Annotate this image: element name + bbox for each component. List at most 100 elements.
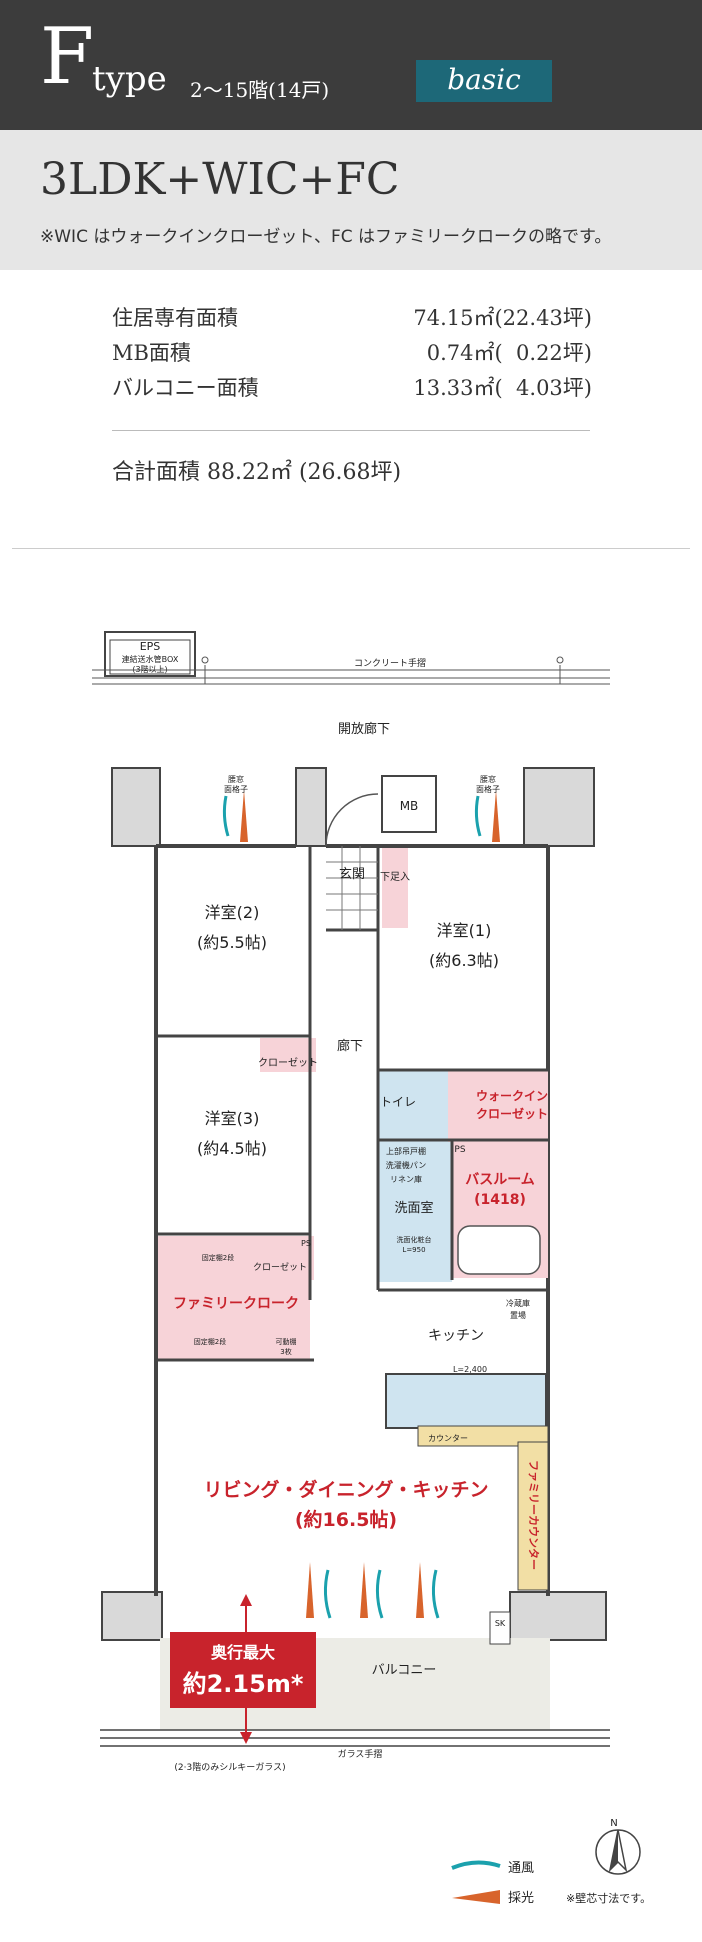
toilet-label: トイレ xyxy=(380,1095,416,1109)
ventilation-legend-label: 通風 xyxy=(508,1861,534,1876)
area-label: MB面積 xyxy=(112,341,191,365)
area-row-residence: 住居専有面積 74.15㎡(22.43坪) xyxy=(112,302,592,337)
ldk-label: リビング・ダイニング・キッチン xyxy=(203,1478,488,1501)
area-value: 13.33㎡( 4.03坪) xyxy=(413,376,592,400)
column-top-right xyxy=(523,767,595,847)
shoe-storage-fill xyxy=(382,848,408,928)
fc-bottom-label: 固定棚2段 xyxy=(194,1337,226,1346)
shoe-storage-label: 下足入 xyxy=(380,871,410,883)
linen-label1: 上部吊戸棚 xyxy=(386,1146,426,1156)
vanity-label2: L=950 xyxy=(402,1246,425,1254)
closet-label: クローゼット xyxy=(258,1057,318,1069)
top-left-window-arrows xyxy=(222,790,248,842)
depth-value: 約2.15m* xyxy=(183,1670,304,1698)
ps-label: PS xyxy=(454,1145,465,1155)
column-bottom-right xyxy=(509,1591,607,1641)
depth-title: 奥行最大 xyxy=(211,1643,275,1662)
mb-label: MB xyxy=(400,799,419,813)
fridge-label2: 置場 xyxy=(510,1310,526,1320)
wic-label2: クローゼット xyxy=(476,1106,548,1121)
type-word: type xyxy=(92,59,167,99)
room2-label: 洋室(2) xyxy=(205,903,260,922)
lattice-left-label: 腰窓 xyxy=(228,774,244,784)
counter-label: カウンター xyxy=(428,1434,468,1443)
room3-size: (約4.5帖) xyxy=(197,1139,267,1158)
compass xyxy=(595,1829,641,1875)
ldk-window-arrows xyxy=(306,1562,440,1619)
concrete-rail-label: コンクリート手摺 xyxy=(354,657,426,669)
glass-note-label: (2·3階のみシルキーガラス) xyxy=(174,1762,285,1773)
plan-type-title: 3LDK+WIC+FC xyxy=(40,154,400,205)
family-counter-label: ファミリーカウンター xyxy=(527,1460,540,1570)
type-letter: F xyxy=(40,12,95,102)
column-bottom-left xyxy=(101,1591,163,1641)
eps-sub2: (3階以上) xyxy=(132,664,167,674)
floor-info: 2〜15階(14戸) xyxy=(190,78,330,102)
area-divider xyxy=(112,430,590,431)
mb-box xyxy=(381,775,437,833)
washroom-fill xyxy=(378,1142,452,1282)
bathroom-size: (1418) xyxy=(474,1192,526,1208)
family-cloak-label: ファミリークローク xyxy=(173,1296,299,1312)
total-area: 合計面積 88.22㎡ (26.68坪) xyxy=(112,460,402,485)
glass-rail-label: ガラス手摺 xyxy=(338,1748,383,1760)
room3-label: 洋室(3) xyxy=(205,1109,260,1128)
eps-label: EPS xyxy=(140,640,161,653)
concrete-rail: コンクリート手摺 xyxy=(92,656,610,685)
ventilation-legend-icon xyxy=(451,1860,501,1870)
area-table: 住居専有面積 74.15㎡(22.43坪) MB面積 0.74㎡( 0.22坪)… xyxy=(112,302,592,407)
basic-badge: basic xyxy=(416,60,552,102)
washroom-label: 洗面室 xyxy=(394,1200,433,1216)
room1-size: (約6.3帖) xyxy=(429,951,499,970)
corridor-label: 開放廊下 xyxy=(338,721,390,737)
toilet-fill xyxy=(378,1070,448,1142)
daylight-legend-label: 採光 xyxy=(508,1891,534,1906)
bathtub xyxy=(457,1225,541,1275)
hallway-label: 廊下 xyxy=(337,1038,363,1054)
plan-type-panel: 3LDK+WIC+FC ※WIC はウォークインクローゼット、FC はファミリー… xyxy=(0,130,702,270)
column-top-left xyxy=(111,767,161,847)
vanity-label1: 洗面化粧台 xyxy=(397,1235,432,1244)
abbreviation-note: ※WIC はウォークインクローゼット、FC はファミリークロークの略です。 xyxy=(40,227,612,247)
ps2-label: PS xyxy=(301,1239,311,1248)
compass-label: N xyxy=(610,1818,617,1829)
area-value: 74.15㎡(22.43坪) xyxy=(413,306,592,330)
fridge-label1: 冷蔵庫 xyxy=(506,1298,530,1308)
linen-label3: リネン庫 xyxy=(390,1174,422,1184)
lattice-right-label: 腰窓 xyxy=(480,774,496,784)
movable-label1: 可動棚 xyxy=(276,1337,297,1346)
sk-box xyxy=(489,1611,511,1645)
closet2-label: クローゼット xyxy=(253,1261,307,1273)
depth-arrow-top xyxy=(240,1594,252,1606)
counter-length-label: L=2,400 xyxy=(453,1365,487,1374)
entrance-label: 玄関 xyxy=(339,867,365,882)
room2-size: (約5.5帖) xyxy=(197,933,267,952)
fc-top-label: 固定棚2段 xyxy=(202,1253,234,1262)
wic-label1: ウォークイン xyxy=(476,1089,548,1103)
counter-shelf xyxy=(417,1425,549,1447)
lattice-left-label2: 面格子 xyxy=(224,784,248,794)
area-row-mb: MB面積 0.74㎡( 0.22坪) xyxy=(112,337,592,372)
kitchen-counter xyxy=(385,1373,547,1429)
depth-badge xyxy=(170,1632,316,1708)
closet-fill xyxy=(260,1038,316,1072)
area-value: 0.74㎡( 0.22坪) xyxy=(426,341,592,365)
movable-label2: 3枚 xyxy=(280,1347,291,1356)
entrance-door-swing xyxy=(325,793,379,847)
footnote: ※壁芯寸法です。 xyxy=(566,1891,651,1905)
eps-box: EPS 連結送水管BOX (3階以上) xyxy=(104,631,196,677)
balcony-label: バルコニー xyxy=(372,1663,437,1678)
section-divider xyxy=(12,548,690,549)
bathroom-label: バスルーム xyxy=(465,1172,535,1188)
sk-label: SK xyxy=(495,1619,506,1628)
entrance-tiles xyxy=(326,846,378,930)
area-row-balcony: バルコニー面積 13.33㎡( 4.03坪) xyxy=(112,372,592,407)
balcony-rail xyxy=(100,1729,610,1747)
top-right-window-arrows xyxy=(474,790,500,842)
column-center xyxy=(295,767,327,847)
daylight-legend-icon xyxy=(452,1890,500,1904)
family-counter-fill xyxy=(517,1441,549,1591)
depth-arrow-bottom xyxy=(240,1732,252,1744)
eps-sub1: 連結送水管BOX xyxy=(122,654,179,664)
room1-label: 洋室(1) xyxy=(437,921,492,940)
